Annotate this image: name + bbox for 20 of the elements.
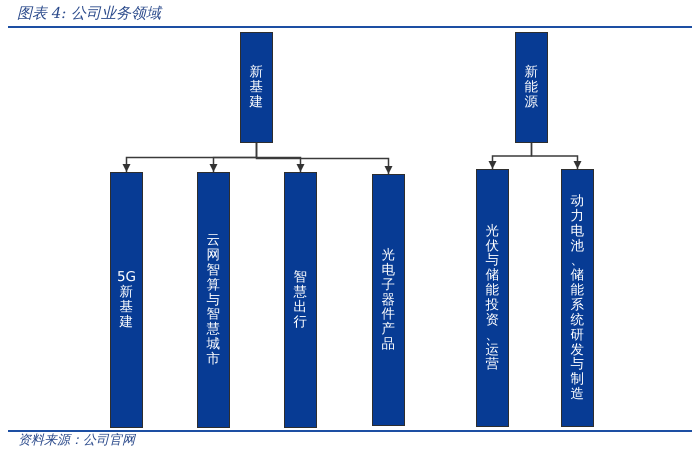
box-label: 动力电池、储能系统研发与制造 — [570, 194, 586, 402]
source-note: 资料来源：公司官网 — [18, 433, 135, 449]
category-box — [372, 174, 405, 426]
arrow — [530, 143, 582, 169]
category-box — [515, 32, 548, 143]
box-label: 光电子器件产品 — [380, 248, 396, 352]
category-box — [197, 172, 230, 428]
arrow — [256, 143, 392, 174]
box-label: 新能源 — [524, 65, 540, 110]
category-box — [561, 169, 594, 427]
category-box — [110, 172, 143, 428]
figure-title: 图表 4: 公司业务领域 — [17, 4, 162, 22]
category-box — [284, 172, 317, 428]
box-label: 智慧出行 — [292, 270, 308, 330]
category-box — [240, 32, 273, 143]
category-box — [476, 169, 509, 427]
box-label: 新基建 — [248, 65, 264, 110]
box-label: 云网智算与智慧城市 — [206, 233, 222, 367]
box-label: 光伏与储能投资、运营 — [484, 224, 500, 372]
box-label: 5G新基建 — [116, 270, 137, 330]
